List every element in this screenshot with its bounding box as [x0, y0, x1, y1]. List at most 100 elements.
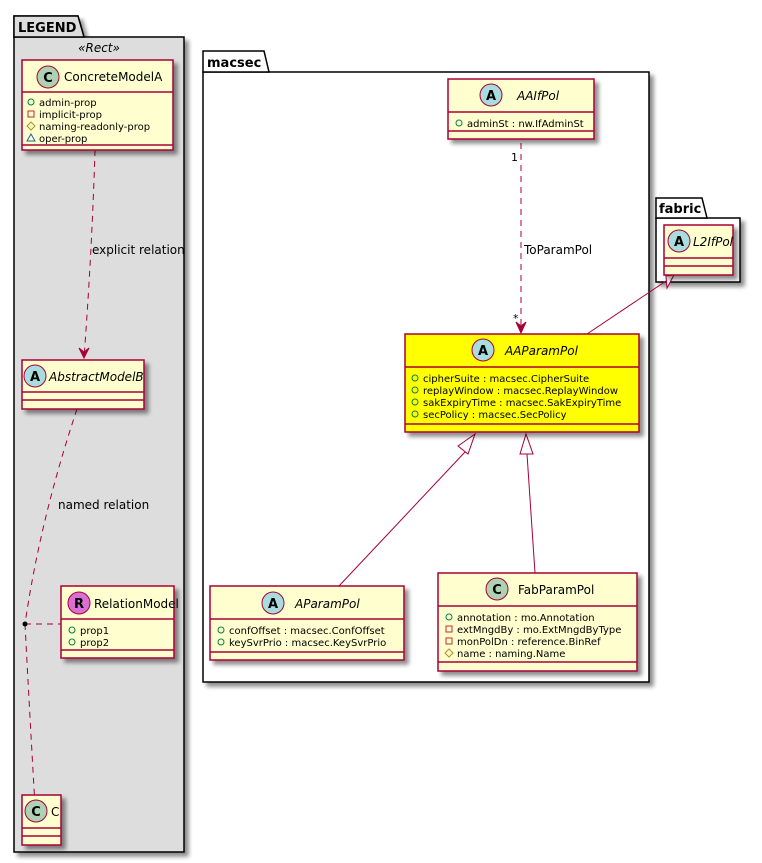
public-visibility-icon [455, 119, 463, 127]
class-name: RelationModel [94, 597, 179, 611]
package-fabric-title: fabric [659, 202, 701, 217]
class-l2ifpol[interactable]: A L2IfPol [663, 224, 734, 276]
svg-text:name : naming.Name: name : naming.Name [457, 649, 565, 660]
class-kind-letter: A [486, 89, 496, 104]
class-kind-letter: R [74, 597, 84, 612]
attr-implicit-prop: implicit-prop [27, 110, 102, 121]
multiplicity-target: * [513, 312, 519, 325]
relation-kind-icon [67, 591, 91, 615]
multiplicity-source: 1 [511, 151, 518, 164]
class-name: AParamPol [294, 597, 360, 611]
class-c[interactable]: C C [21, 794, 62, 846]
svg-text:monPolDn : reference.BinRef: monPolDn : reference.BinRef [457, 637, 601, 648]
edge-named-relation-2 [24, 623, 37, 824]
svg-text:admin-prop: admin-prop [39, 98, 97, 109]
class-fabparampol[interactable]: C FabParamPol annotation : mo.Annotation… [437, 572, 638, 672]
package-macsec-title: macsec [207, 56, 261, 71]
class-kind-letter: C [31, 805, 41, 820]
abstract-kind-icon [667, 229, 691, 253]
protected-visibility-icon [444, 648, 454, 658]
attr-prop2: prop2 [68, 638, 109, 649]
arrowhead-generalization-fabparampol [519, 432, 534, 455]
class-name: AbstractModelB [48, 370, 144, 384]
edge-explicit-relation [83, 149, 96, 359]
svg-text:prop1: prop1 [80, 626, 109, 637]
package-legend-title: LEGEND [18, 21, 77, 36]
label-named-relation: named relation [58, 498, 149, 512]
protected-visibility-icon [26, 121, 36, 131]
class-kind-letter: A [268, 597, 278, 612]
label-explicit-relation: explicit relation [92, 243, 185, 257]
svg-text:prop2: prop2 [80, 638, 109, 649]
abstract-kind-icon [479, 83, 503, 107]
arrowhead-generalization-aparampol [457, 432, 476, 455]
class-abstractmodelb[interactable]: A AbstractModelB [21, 359, 145, 410]
attr-adminst: adminSt : nw.IfAdminSt [455, 119, 584, 130]
attr-monpoldn: monPolDn : reference.BinRef [445, 637, 601, 648]
relation-junction-dot [22, 621, 28, 627]
attr-extmngdby: extMngdBy : mo.ExtMngdByType [445, 625, 621, 636]
svg-text:extMngdBy : mo.ExtMngdByType: extMngdBy : mo.ExtMngdByType [457, 625, 621, 636]
attr-name: name : naming.Name [444, 648, 565, 660]
private-visibility-icon [445, 625, 453, 633]
attr-replaywindow: replayWindow : macsec.ReplayWindow [411, 386, 618, 397]
public-visibility-icon [411, 374, 419, 382]
edge-aaparampol-l2ifpol [586, 278, 670, 335]
attr-confoffset: confOffset : macsec.ConfOffset [217, 626, 385, 637]
class-kind-letter: C [43, 71, 53, 86]
attr-prop1: prop1 [68, 626, 109, 637]
public-visibility-icon [68, 626, 76, 634]
public-visibility-icon [411, 410, 419, 418]
svg-text:sakExpiryTime : macsec.SakExpi: sakExpiryTime : macsec.SakExpiryTime [423, 398, 621, 409]
edge-aparampol-aaparampol [338, 451, 466, 587]
class-aaifpol[interactable]: A AAIfPol adminSt : nw.IfAdminSt [447, 78, 595, 140]
class-kind-icon [24, 799, 48, 823]
class-kind-icon [485, 577, 509, 601]
svg-text:annotation : mo.Annotation: annotation : mo.Annotation [457, 613, 595, 624]
svg-text:cipherSuite : macsec.CipherSui: cipherSuite : macsec.CipherSuite [423, 374, 589, 385]
abstract-kind-icon [23, 364, 47, 388]
abstract-kind-icon [471, 338, 495, 362]
attr-admin-prop: admin-prop [27, 98, 97, 109]
arrowhead-explicit [78, 347, 90, 360]
attr-annotation: annotation : mo.Annotation [445, 613, 595, 624]
private-visibility-icon [445, 637, 453, 645]
relations [24, 143, 675, 825]
attr-secpolicy: secPolicy : macsec.SecPolicy [411, 410, 567, 421]
public-visibility-icon [27, 98, 35, 106]
attr-naming-readonly-prop: naming-readonly-prop [26, 121, 150, 133]
public-visibility-icon [411, 386, 419, 394]
svg-text:secPolicy : macsec.SecPolicy: secPolicy : macsec.SecPolicy [423, 410, 567, 421]
class-name: AAParamPol [504, 344, 579, 358]
label-toparampol: ToParamPol [523, 243, 592, 257]
class-name: ConcreteModelA [64, 70, 163, 84]
class-aparampol[interactable]: A AParamPol confOffset : macsec.ConfOffs… [209, 585, 405, 661]
attr-keysvrprio: keySvrPrio : macsec.KeySvrPrio [217, 638, 386, 649]
class-kind-letter: C [492, 583, 502, 598]
class-name: C [51, 805, 59, 819]
class-concretemodela[interactable]: C ConcreteModelA admin-prop implicit-pro… [21, 59, 174, 151]
svg-text:naming-readonly-prop: naming-readonly-prop [39, 122, 150, 133]
class-name: FabParamPol [518, 583, 594, 597]
edge-fabparampol-aaparampol [526, 453, 536, 574]
edge-named-relation [24, 408, 78, 625]
package-visibility-icon [26, 132, 36, 142]
arrowhead-toparampol [515, 321, 527, 335]
svg-text:adminSt : nw.IfAdminSt: adminSt : nw.IfAdminSt [467, 119, 584, 130]
package-legend-stereotype: «Rect» [78, 41, 120, 55]
public-visibility-icon [217, 626, 225, 634]
abstract-kind-icon [261, 591, 285, 615]
package-legend: LEGEND «Rect» [13, 15, 185, 853]
svg-text:implicit-prop: implicit-prop [39, 110, 102, 121]
svg-text:confOffset : macsec.ConfOffset: confOffset : macsec.ConfOffset [229, 626, 385, 637]
class-kind-icon [36, 65, 60, 89]
attr-oper-prop: oper-prop [26, 132, 87, 145]
class-kind-letter: A [30, 370, 40, 385]
class-relationmodel[interactable]: R RelationModel prop1 prop2 [60, 585, 179, 659]
public-visibility-icon [68, 638, 76, 646]
svg-text:keySvrPrio : macsec.KeySvrPrio: keySvrPrio : macsec.KeySvrPrio [229, 638, 386, 649]
public-visibility-icon [445, 613, 453, 621]
class-kind-letter: A [478, 344, 488, 359]
class-aaparampol[interactable]: A AAParamPol cipherSuite : macsec.Cipher… [404, 333, 640, 433]
public-visibility-icon [217, 638, 225, 646]
